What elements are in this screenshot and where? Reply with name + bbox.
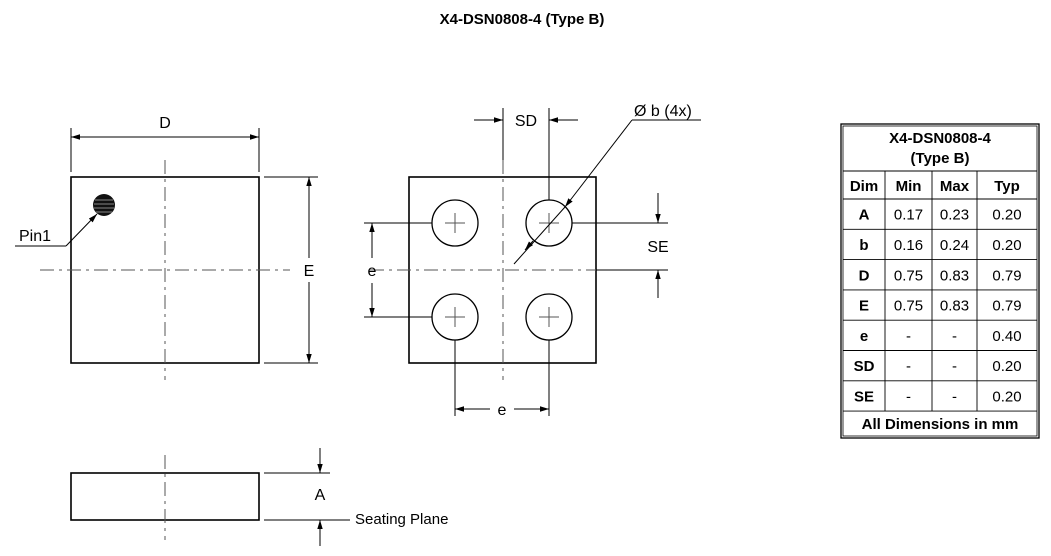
dimension-SE-label: SE <box>647 239 668 256</box>
table-row-dim-label: A <box>859 207 870 224</box>
table-cell: 0.83 <box>940 298 969 315</box>
table-cell: 0.23 <box>940 207 969 224</box>
table-cell: - <box>952 358 957 375</box>
table-cell: 0.20 <box>992 388 1021 405</box>
table-row-dim-label: e <box>860 328 868 345</box>
table-cell: 0.17 <box>894 207 923 224</box>
dimensions-table: X4-DSN0808-4 (Type B) All Dimensions in … <box>840 123 1040 439</box>
table-cell: 0.40 <box>992 328 1021 345</box>
dimension-D-label: D <box>159 115 171 132</box>
dimension-SD-label: SD <box>515 113 537 130</box>
table-header-dim: Dim <box>850 178 878 195</box>
diagram-title: X4-DSN0808-4 (Type B) <box>440 11 605 28</box>
bottom-view: SD Ø b (4x) SE e e <box>364 103 701 419</box>
table-cell: 0.16 <box>894 237 923 254</box>
table-row-dim-label: SE <box>854 388 874 405</box>
table-header-min: Min <box>896 178 922 195</box>
table-cell: - <box>952 328 957 345</box>
table-cell: 0.20 <box>992 237 1021 254</box>
pin1-label: Pin1 <box>19 228 51 245</box>
table-cell: 0.79 <box>992 267 1021 284</box>
table-cell: - <box>906 328 911 345</box>
ball-diameter-leader <box>564 119 633 208</box>
side-view: A Seating Plane <box>70 448 448 546</box>
ball-bottom-left <box>431 293 479 341</box>
ball-diameter-label: Ø b (4x) <box>634 103 692 120</box>
table-cell: - <box>906 358 911 375</box>
table-cell: 0.75 <box>894 267 923 284</box>
top-view: Pin1 D E <box>15 115 318 380</box>
table-row-dim-label: E <box>859 298 869 315</box>
table-row-dim-label: b <box>859 237 868 254</box>
dimension-e-horizontal-label: e <box>498 402 507 419</box>
ball-bottom-right <box>525 293 573 341</box>
table-footer: All Dimensions in mm <box>862 416 1019 433</box>
table-cell: 0.24 <box>940 237 969 254</box>
table-header-max: Max <box>940 178 970 195</box>
table-row-dim-label: D <box>859 267 870 284</box>
pin1-marker-icon <box>93 194 115 216</box>
ball-top-left <box>431 199 479 247</box>
table-title-line2: (Type B) <box>911 150 970 167</box>
table-cell: 0.75 <box>894 298 923 315</box>
table-cell: - <box>952 388 957 405</box>
seating-plane-label: Seating Plane <box>355 511 448 528</box>
dimension-E-label: E <box>304 263 315 280</box>
table-cell: - <box>906 388 911 405</box>
table-cell: 0.20 <box>992 207 1021 224</box>
table-cell: 0.20 <box>992 358 1021 375</box>
table-title-line1: X4-DSN0808-4 <box>889 130 991 147</box>
table-header-typ: Typ <box>994 178 1020 195</box>
table-row-dim-label: SD <box>854 358 875 375</box>
dimension-e-vertical-label: e <box>368 263 377 280</box>
table-cell: 0.79 <box>992 298 1021 315</box>
dimension-A-label: A <box>315 487 326 504</box>
table-cell: 0.83 <box>940 267 969 284</box>
